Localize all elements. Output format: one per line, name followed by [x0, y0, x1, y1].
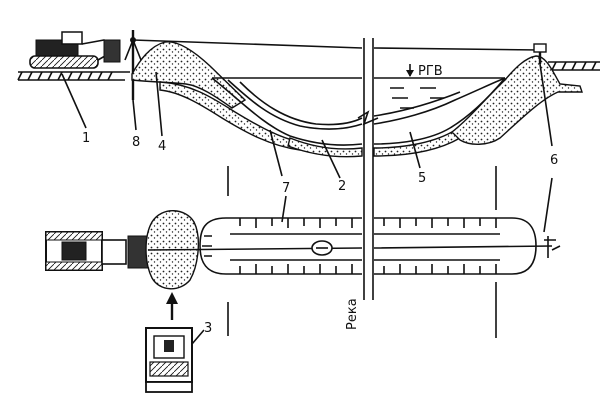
left-ground-line	[18, 71, 130, 81]
river-bottom-soil	[287, 137, 363, 158]
river-label: Река	[345, 298, 360, 330]
bulldozer-3	[145, 327, 193, 393]
anchor-plan	[544, 236, 561, 258]
label-6: 6	[550, 153, 558, 168]
trench-hatch-top	[239, 218, 497, 228]
plan-view	[45, 210, 561, 393]
trench-outline	[199, 217, 537, 275]
trench-hatch-bottom	[239, 264, 497, 274]
label-3: 3	[204, 321, 212, 336]
leader-lines	[61, 63, 553, 345]
trench-slope-left	[202, 235, 212, 257]
right-bank	[450, 55, 583, 145]
trench-line	[227, 77, 506, 130]
label-2: 2	[338, 179, 346, 194]
right-ground-hatch	[551, 61, 597, 71]
label-7: 7	[282, 181, 290, 196]
water-level-label: РГВ	[418, 64, 443, 79]
label-4: 4	[158, 139, 166, 154]
top-cable	[132, 39, 541, 51]
water-ripples	[390, 87, 444, 109]
cross-section: РГВ	[17, 30, 600, 158]
trench-inner	[230, 233, 500, 261]
label-1: 1	[82, 131, 90, 146]
label-5: 5	[418, 171, 426, 186]
section-lines	[227, 166, 497, 338]
river-break-marks	[357, 38, 379, 300]
bulldozer-side-view	[29, 31, 121, 69]
bulldozer-top-view	[45, 231, 149, 271]
left-ground-hatch	[17, 71, 113, 81]
label-8: 8	[132, 135, 140, 150]
pipeline-line	[239, 81, 461, 126]
